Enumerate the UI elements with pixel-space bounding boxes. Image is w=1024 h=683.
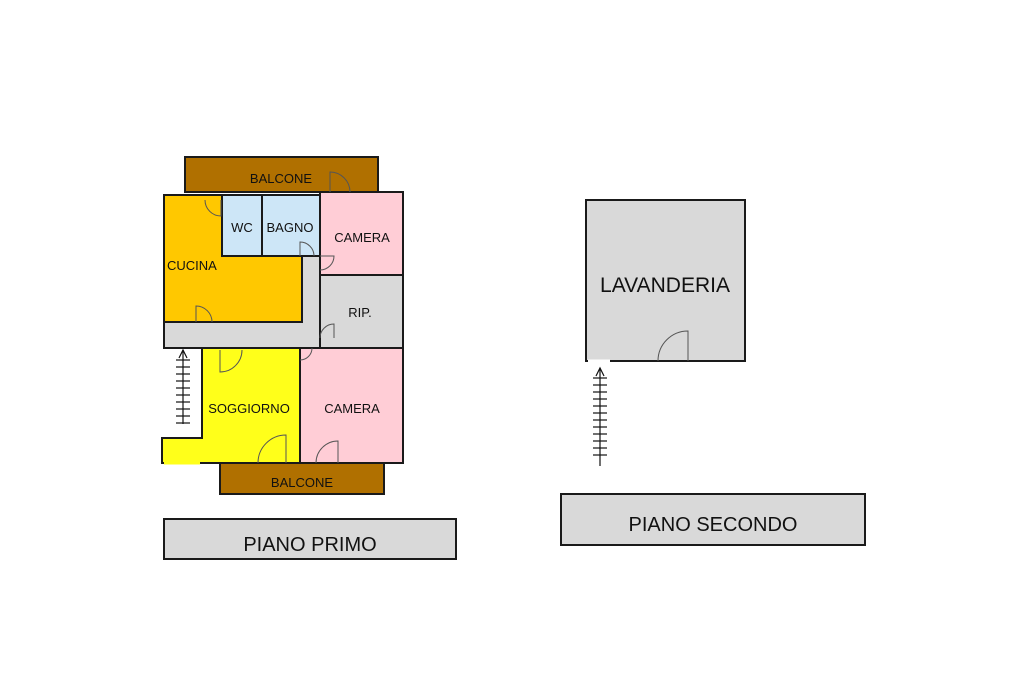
staircase-arrow-floor2	[593, 366, 607, 466]
wc-label: WC	[231, 220, 253, 235]
door-swing	[319, 255, 335, 271]
bedroom-top-label: CAMERA	[334, 230, 390, 245]
floor1-title-box	[163, 518, 457, 560]
storage-label: RIP.	[348, 305, 372, 320]
bathroom-label: BAGNO	[267, 220, 314, 235]
laundry-room	[585, 199, 746, 362]
kitchen-label: CUCINA	[167, 258, 217, 273]
staircase-arrow-floor1	[176, 348, 190, 424]
storage-room	[319, 274, 404, 349]
balcony-top-label: BALCONE	[250, 171, 312, 186]
door-swing	[299, 241, 315, 257]
floor1-title: PIANO PRIMO	[243, 534, 376, 556]
floor2-title: PIANO SECONDO	[629, 514, 798, 536]
door-swing	[657, 330, 689, 362]
bedroom-bottom	[299, 347, 404, 464]
door-swing	[219, 349, 243, 373]
first-floor-plan: BALCONE CUCINA WC BAGNO CAMERA RIP. SOGG…	[161, 156, 457, 560]
balcony-bottom	[219, 462, 385, 495]
door-swing	[329, 171, 351, 193]
balcony-top	[184, 156, 379, 193]
floor2-title-box	[560, 493, 866, 546]
living-room-label: SOGGIORNO	[208, 401, 290, 416]
door-swing	[204, 199, 222, 217]
balcony-bottom-label: BALCONE	[271, 475, 333, 490]
door-swing	[319, 323, 335, 339]
door-swing	[299, 347, 313, 361]
door-swing	[195, 305, 213, 323]
door-swing	[257, 434, 287, 464]
second-floor-plan: LAVANDERIA PIANO SECONDO	[560, 199, 866, 546]
door-swings	[195, 171, 351, 464]
laundry-label: LAVANDERIA	[600, 274, 730, 297]
door-swing	[315, 440, 339, 464]
bedroom-bottom-label: CAMERA	[324, 401, 380, 416]
bedroom-top	[319, 191, 404, 276]
